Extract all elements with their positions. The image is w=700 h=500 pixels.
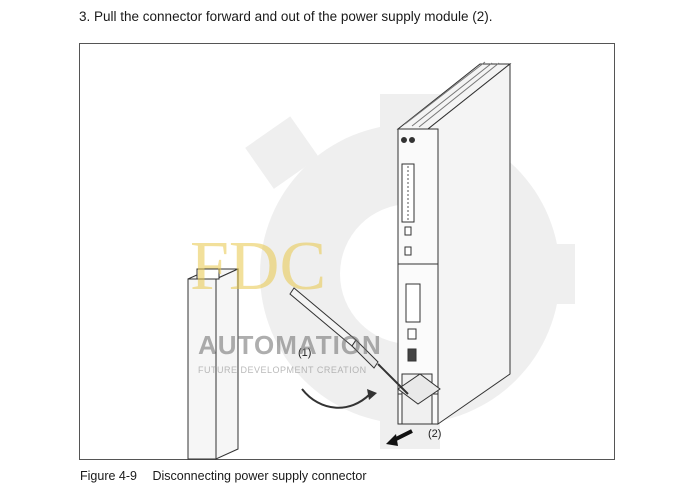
- watermark-line1: AUTOMATION: [198, 330, 382, 360]
- power-supply-module: [396, 61, 512, 425]
- label-2: (2): [428, 428, 441, 440]
- label-1: (1): [298, 347, 311, 359]
- rotation-arrow-icon: [301, 388, 371, 409]
- caption-text: Disconnecting power supply connector: [152, 469, 367, 483]
- connector-left: [187, 268, 239, 460]
- watermark-line2: FUTURE DEVELOPMENT CREATION: [198, 365, 367, 375]
- watermark-brand: FDC: [190, 228, 326, 305]
- figure-illustration: (1) (2) FDC AUTOMATION FUTURE DEVELOPMEN…: [187, 61, 575, 460]
- figure-frame: (1) (2) FDC AUTOMATION FUTURE DEVELOPMEN…: [79, 43, 615, 460]
- figure-caption: Figure 4-9 Disconnecting power supply co…: [80, 469, 366, 483]
- caption-number: Figure 4-9: [80, 469, 137, 483]
- pull-direction-arrow-icon: [386, 429, 413, 446]
- screwdriver-icon: [289, 287, 409, 395]
- instruction-step: 3. Pull the connector forward and out of…: [79, 9, 493, 24]
